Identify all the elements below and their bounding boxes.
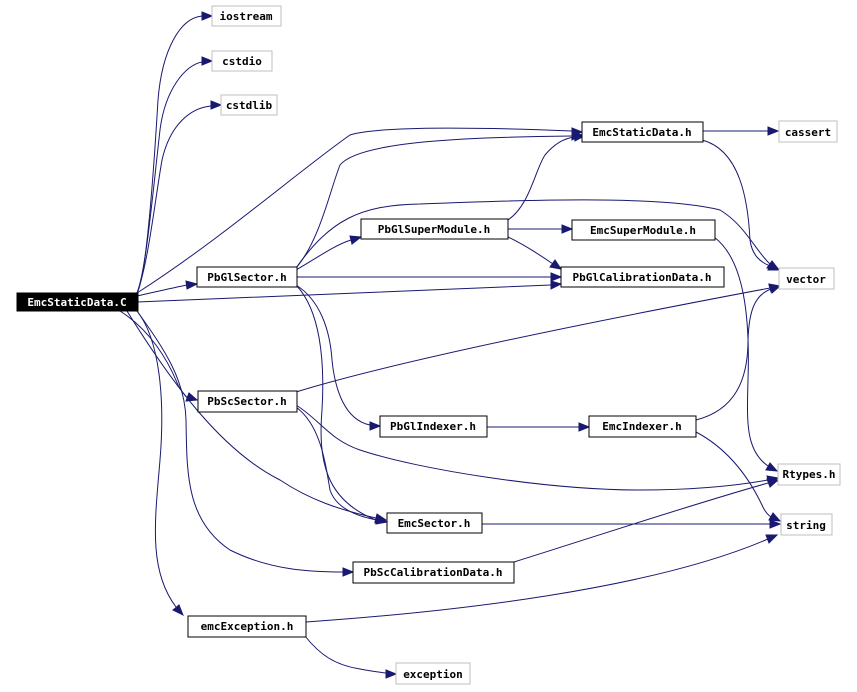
node-label: Rtypes.h xyxy=(783,468,836,481)
edge-root-pbsccalibrationdata-h xyxy=(136,310,344,573)
arrowhead xyxy=(767,126,780,136)
edge-pbglsector-h-vector xyxy=(295,199,771,269)
edge-pbscsector-h-rtypes-h xyxy=(295,404,769,491)
node-emcexception-h[interactable]: emcException.h xyxy=(187,615,307,638)
node-label: PbGlCalibrationData.h xyxy=(572,271,711,284)
node-vector[interactable]: vector xyxy=(778,267,835,290)
node-label: EmcSuperModule.h xyxy=(590,224,696,237)
edges xyxy=(119,11,782,679)
node-label: PbGlIndexer.h xyxy=(390,420,476,433)
node-label: cstdlib xyxy=(226,99,273,112)
arrowhead xyxy=(550,280,563,290)
arrowhead xyxy=(201,11,214,21)
edge-pbscsector-h-vector xyxy=(295,287,771,393)
edge-root-iostream xyxy=(136,15,203,294)
node-pbglsupermodule-h[interactable]: PbGlSuperModule.h xyxy=(360,218,509,240)
node-iostream[interactable]: iostream xyxy=(211,5,282,27)
node-cstdlib[interactable]: cstdlib xyxy=(220,94,278,116)
arrowhead xyxy=(385,669,398,679)
node-pbscsector-h[interactable]: PbScSector.h xyxy=(197,390,298,413)
arrowhead xyxy=(369,421,382,431)
node-label: cassert xyxy=(785,126,831,139)
node-pbglindexer-h[interactable]: PbGlIndexer.h xyxy=(379,415,488,438)
node-cassert[interactable]: cassert xyxy=(778,120,838,143)
node-label: EmcIndexer.h xyxy=(602,420,681,433)
node-cstdio[interactable]: cstdio xyxy=(211,50,273,72)
edge-pbscsector-h-emcsector-h xyxy=(295,406,378,521)
arrowhead xyxy=(768,284,782,294)
edge-pbsccalibrationdata-h-rtypes-h xyxy=(513,482,769,563)
edge-root-cstdio xyxy=(136,61,203,294)
edge-pbglsector-h-emcsector-h xyxy=(295,284,377,521)
arrowhead xyxy=(185,280,199,290)
node-emcindexer-h[interactable]: EmcIndexer.h xyxy=(588,415,697,438)
node-label: EmcSector.h xyxy=(398,517,471,530)
arrowhead xyxy=(768,512,782,522)
node-label: emcException.h xyxy=(201,620,294,633)
node-exception[interactable]: exception xyxy=(395,662,471,685)
node-pbglsector-h[interactable]: PbGlSector.h xyxy=(196,266,298,288)
node-label: EmcStaticData.C xyxy=(27,296,126,309)
arrowhead xyxy=(549,259,563,270)
edge-root-emcstaticdata-h xyxy=(136,127,573,294)
node-label: PbGlSector.h xyxy=(207,271,286,284)
node-label: PbScCalibrationData.h xyxy=(363,566,502,579)
edge-emcindexer-h-vector xyxy=(695,288,772,421)
node-emcstaticdata-c[interactable]: EmcStaticData.C xyxy=(16,292,139,312)
node-label: EmcStaticData.h xyxy=(592,126,691,139)
arrowhead xyxy=(766,478,780,488)
node-pbglcalibrationdata-h[interactable]: PbGlCalibrationData.h xyxy=(560,266,725,288)
arrowhead xyxy=(349,235,363,245)
edge-root-emcsector-h xyxy=(126,310,377,519)
arrowhead xyxy=(573,132,586,142)
arrowhead xyxy=(561,224,574,234)
edge-pbglsupermodule-h-emcstaticdata-h xyxy=(507,136,576,221)
node-emcsupermodule-h[interactable]: EmcSuperModule.h xyxy=(571,219,716,241)
edge-pbglsupermodule-h-pbglcalibrationdata-h xyxy=(507,236,554,265)
edge-emcexception-h-string xyxy=(305,538,769,623)
edge-pbglsector-h-pbglsupermodule-h xyxy=(295,239,352,271)
node-label: exception xyxy=(403,668,463,681)
edge-root-emcexception-h xyxy=(136,310,177,608)
edge-root-pbglsector-h xyxy=(136,284,188,297)
edge-emcstaticdata-h-vector xyxy=(701,139,771,267)
edge-root-pbscsector-h xyxy=(119,310,189,399)
arrowhead xyxy=(769,519,782,529)
arrowhead xyxy=(375,515,389,525)
node-string[interactable]: string xyxy=(780,513,833,536)
arrowhead xyxy=(550,272,563,282)
node-emcsector-h[interactable]: EmcSector.h xyxy=(386,512,483,534)
arrowhead xyxy=(201,56,214,66)
edge-emcexception-h-exception xyxy=(304,635,387,674)
edge-emcsupermodule-h-rtypes-h xyxy=(713,236,769,467)
arrowhead xyxy=(210,100,223,110)
edge-pbglsector-h-pbglindexer-h xyxy=(295,284,371,426)
node-label: string xyxy=(786,519,826,532)
edge-root-pbglcalibrationdata-h xyxy=(136,284,552,303)
nodes: EmcStaticData.C iostream cstdio cstdlib … xyxy=(16,5,841,685)
edge-pbglsector-h-emcstaticdata-h xyxy=(295,135,573,269)
node-pbsccalibrationdata-h[interactable]: PbScCalibrationData.h xyxy=(352,561,515,584)
arrowhead xyxy=(766,260,781,271)
node-label: vector xyxy=(786,273,826,286)
node-label: PbScSector.h xyxy=(207,395,286,408)
node-rtypes-h[interactable]: Rtypes.h xyxy=(777,463,841,486)
arrowhead xyxy=(765,462,779,472)
arrowhead xyxy=(765,534,779,544)
arrowhead xyxy=(342,567,355,577)
node-label: PbGlSuperModule.h xyxy=(378,223,491,236)
arrowhead xyxy=(578,422,591,432)
edge-emcindexer-h-string xyxy=(695,431,772,518)
edge-root-cstdlib xyxy=(136,105,212,294)
node-label: iostream xyxy=(220,10,273,23)
node-label: cstdio xyxy=(222,55,262,68)
arrowhead xyxy=(172,604,184,617)
node-emcstaticdata-h[interactable]: EmcStaticData.h xyxy=(581,121,704,143)
arrowhead xyxy=(185,392,199,402)
